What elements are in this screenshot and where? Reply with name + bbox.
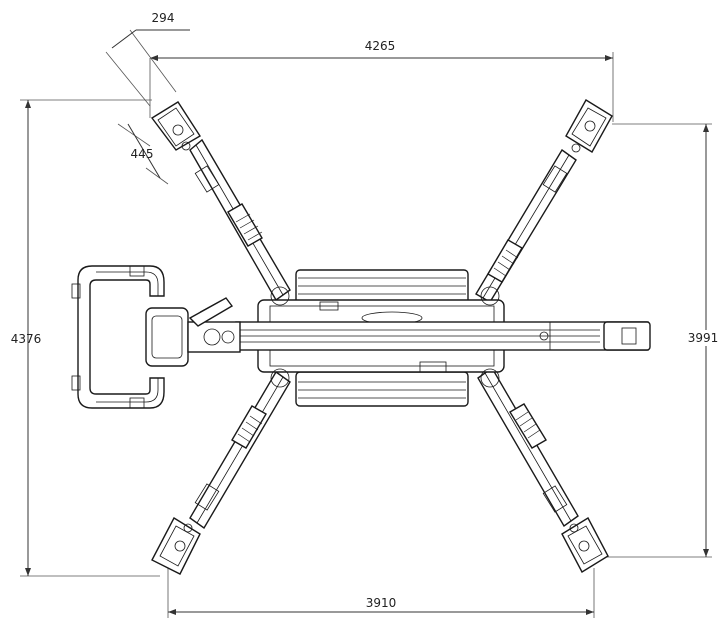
work-basket bbox=[71, 265, 165, 409]
dimension-label-3991: 3991 bbox=[688, 331, 719, 345]
boom-rotator bbox=[145, 297, 241, 367]
boom-arm bbox=[235, 321, 651, 351]
dimension-bottom-width: 3910 bbox=[167, 568, 595, 618]
dimension-label-3910: 3910 bbox=[366, 596, 397, 610]
outrigger-top-right bbox=[475, 99, 613, 303]
dimension-label-294: 294 bbox=[152, 11, 175, 25]
track-bottom bbox=[295, 371, 469, 407]
dimension-pad-width: 294 bbox=[105, 11, 190, 107]
outrigger-top-left bbox=[150, 101, 291, 302]
dimension-label-4265: 4265 bbox=[365, 39, 396, 53]
dimension-left-height: 4376 bbox=[11, 99, 160, 577]
track-top bbox=[295, 269, 469, 305]
dimension-label-4376: 4376 bbox=[11, 332, 42, 346]
dimension-top-width: 4265 bbox=[149, 39, 614, 122]
dimension-right-height: 3991 bbox=[600, 123, 720, 558]
outrigger-bottom-right bbox=[477, 366, 609, 573]
dimension-label-445: 445 bbox=[131, 147, 154, 161]
outrigger-bottom-left bbox=[151, 370, 291, 575]
dimension-pad-offset: 445 bbox=[117, 123, 169, 185]
